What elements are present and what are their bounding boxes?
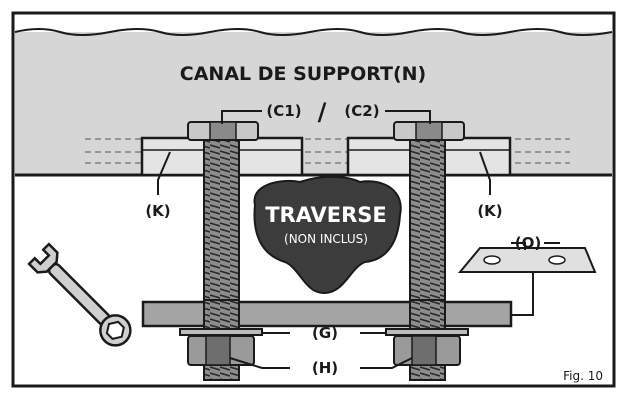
bracket-plate-o bbox=[457, 247, 597, 273]
label-c1: (C1) bbox=[266, 102, 301, 120]
label-g: (G) bbox=[312, 324, 338, 342]
label-h: (H) bbox=[312, 359, 338, 377]
traverse-shape bbox=[253, 175, 402, 295]
label-o: (O) bbox=[515, 234, 541, 252]
bottom-bar bbox=[141, 300, 513, 328]
label-k-left: (K) bbox=[145, 202, 170, 220]
non-inclus-label: (NON INCLUS) bbox=[284, 232, 368, 246]
label-c2: (C2) bbox=[344, 102, 379, 120]
right-bolt-head bbox=[393, 121, 465, 141]
traverse-label: TRAVERSE bbox=[265, 203, 387, 227]
right-rod-through-bar bbox=[409, 299, 446, 331]
right-washer bbox=[385, 328, 469, 336]
figure-number: Fig. 10 bbox=[563, 369, 603, 383]
wrench-icon bbox=[27, 242, 132, 347]
left-rod-through-bar bbox=[203, 299, 240, 331]
label-slash: / bbox=[318, 98, 327, 126]
label-k-right: (K) bbox=[477, 202, 502, 220]
channel-title: CANAL DE SUPPORT(N) bbox=[180, 63, 426, 85]
support-channel bbox=[14, 28, 613, 177]
right-nut bbox=[393, 335, 461, 366]
left-bolt-head bbox=[187, 121, 259, 141]
leader-lines bbox=[157, 110, 560, 369]
left-nut bbox=[187, 335, 255, 366]
left-washer bbox=[179, 328, 263, 336]
